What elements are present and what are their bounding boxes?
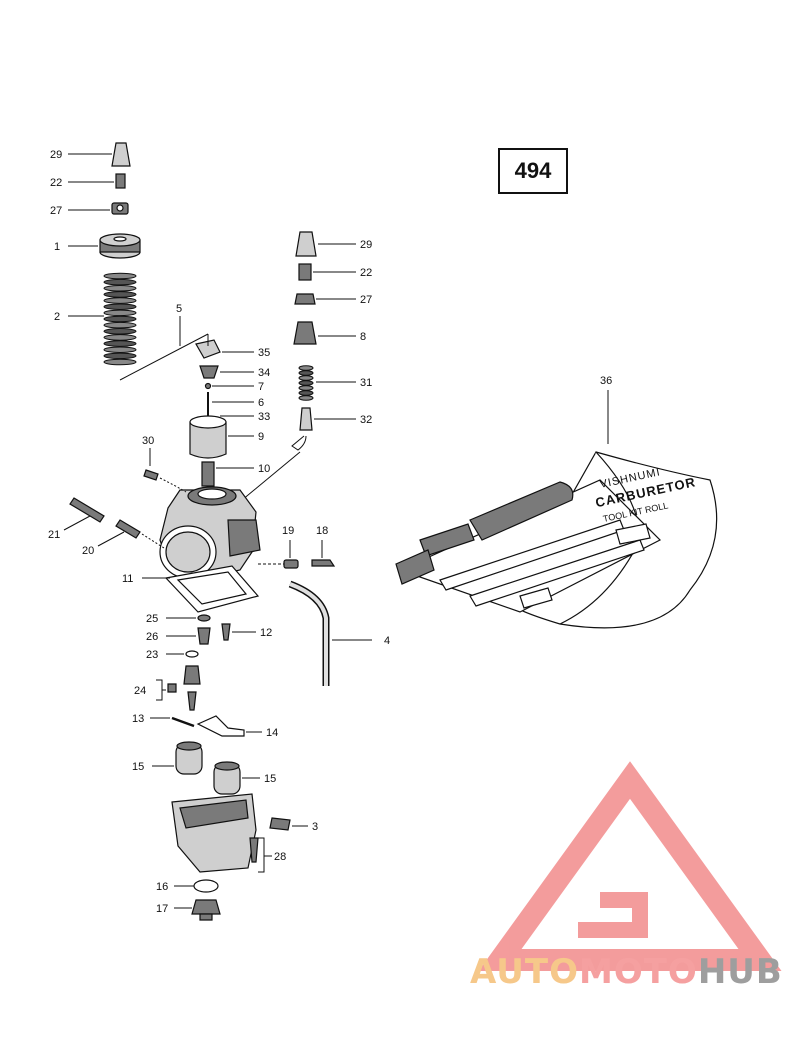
callout-27-top: 27 <box>50 205 62 217</box>
callout-13: 13 <box>132 713 144 725</box>
choke-cap-29 <box>295 231 317 257</box>
callout-2: 2 <box>54 311 60 323</box>
callout-4: 4 <box>384 635 390 647</box>
callout-34: 34 <box>258 367 270 379</box>
float-needle-24 <box>167 683 197 711</box>
float-pin-13 <box>171 716 195 728</box>
watermark-auto: AUTO <box>470 952 579 992</box>
screwdriver-handle <box>395 481 574 585</box>
choke-spring-31 <box>298 365 314 401</box>
callout-17: 17 <box>156 903 168 915</box>
callout-33: 33 <box>258 411 270 423</box>
callout-22-top: 22 <box>50 177 62 189</box>
adjuster-cap-29 <box>111 142 131 167</box>
callout-18: 18 <box>316 525 328 537</box>
callout-29-top: 29 <box>50 149 62 161</box>
drain-plug-17 <box>191 899 221 921</box>
callout-9: 9 <box>258 431 264 443</box>
callout-3: 3 <box>312 821 318 833</box>
watermark-moto: MOTO <box>578 952 698 992</box>
callout-12: 12 <box>260 627 272 639</box>
callout-10: 10 <box>258 463 270 475</box>
callout-22-choke: 22 <box>360 267 372 279</box>
float-15a <box>175 741 203 775</box>
choke-nut-27 <box>294 293 316 305</box>
fitting-18 <box>311 559 336 567</box>
callout-24: 24 <box>134 685 146 697</box>
callout-36: 36 <box>600 375 612 387</box>
callout-31: 31 <box>360 377 372 389</box>
callout-30: 30 <box>142 435 154 447</box>
wrench-tools <box>439 519 651 609</box>
o-ring-23 <box>185 650 199 658</box>
callout-11: 11 <box>122 573 133 585</box>
choke-plunger-32 <box>299 407 313 431</box>
callout-16: 16 <box>156 881 168 893</box>
e-ring-7 <box>204 382 212 390</box>
washer-25 <box>197 614 211 622</box>
needle-jet-10 <box>201 461 215 487</box>
callout-28: 28 <box>274 851 286 863</box>
callout-15-right: 15 <box>264 773 276 785</box>
gasket-19 <box>283 559 299 569</box>
float-arm-14 <box>196 715 245 737</box>
pilot-jet-26 <box>197 627 211 645</box>
choke-body-8 <box>293 321 317 345</box>
callout-23: 23 <box>146 649 158 661</box>
gasket-16 <box>193 879 219 893</box>
watermark-hub: HUB <box>697 952 783 992</box>
throttle-spring-2 <box>103 272 137 366</box>
callout-26: 26 <box>146 631 158 643</box>
float-bowl-gasket-11 <box>164 565 260 613</box>
callout-29-choke: 29 <box>360 239 372 251</box>
callout-20: 20 <box>82 545 94 557</box>
needle-jet-holder <box>183 665 201 685</box>
callout-21: 21 <box>48 529 60 541</box>
callout-32: 32 <box>360 414 372 426</box>
callout-6: 6 <box>258 397 264 409</box>
callout-5: 5 <box>176 303 182 315</box>
needle-holder-34 <box>199 365 219 379</box>
callout-7: 7 <box>258 381 264 393</box>
callout-19: 19 <box>282 525 294 537</box>
lock-nut-27 <box>111 202 129 215</box>
pilot-jet-12 <box>221 623 231 641</box>
callouts: 29 22 27 1 2 5 35 34 7 6 33 9 10 30 29 2… <box>48 149 612 915</box>
page-number: 494 <box>498 148 568 194</box>
mixing-chamber-cap-1 <box>99 233 141 259</box>
idle-spring-20 <box>115 519 141 539</box>
callout-1: 1 <box>54 241 60 253</box>
pilot-air-screw-21 <box>69 497 105 523</box>
float-bowl <box>171 793 257 873</box>
choke-screw-22 <box>298 263 312 281</box>
callout-15-left: 15 <box>132 761 144 773</box>
throttle-stop-screw-30 <box>143 469 159 481</box>
fuel-hose-4 <box>288 580 330 686</box>
air-intake-ring <box>159 525 217 579</box>
callout-8: 8 <box>360 331 366 343</box>
callout-14: 14 <box>266 727 278 739</box>
callout-35: 35 <box>258 347 270 359</box>
adjuster-screw-22 <box>115 173 126 189</box>
throttle-valve-9 <box>189 415 227 459</box>
clip-3 <box>269 817 291 831</box>
callout-27-choke: 27 <box>360 294 372 306</box>
automotohub-logo <box>478 761 782 971</box>
callout-25: 25 <box>146 613 158 625</box>
bowl-screw-28 <box>249 837 259 863</box>
float-15b <box>213 761 241 795</box>
watermark-text: AUTOMOTOHUB <box>470 952 783 992</box>
